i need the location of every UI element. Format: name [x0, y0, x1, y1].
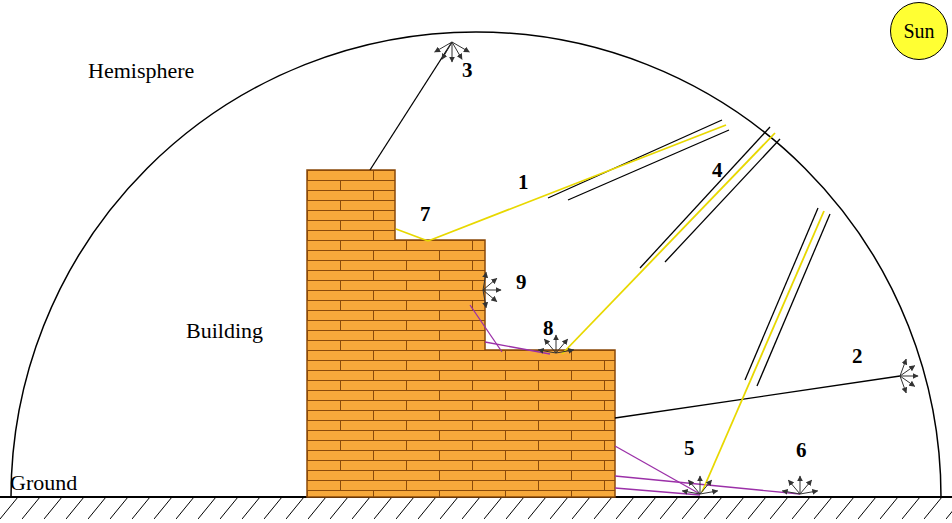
diffuse-arrow [700, 491, 718, 494]
diffuse-arrow [556, 350, 574, 353]
callout-number: 4 [712, 160, 723, 181]
diffuse-arrow [483, 290, 486, 308]
ground-hatching [0, 498, 952, 523]
diffuse-arrow [483, 290, 501, 291]
diffuse-arrow [900, 366, 915, 376]
ground-label: Ground [10, 472, 77, 494]
callout-number: 6 [796, 440, 807, 461]
diffuse-arrow [800, 491, 818, 494]
reflection-lines [470, 305, 800, 495]
sky-view-line [370, 42, 452, 170]
callout-number: 9 [516, 272, 527, 293]
diffuse-arrow [452, 42, 462, 59]
diffuse-arrow [435, 42, 452, 52]
diffuse-arrow [556, 335, 557, 353]
callout-number: 3 [462, 60, 473, 81]
part-label: Building [186, 320, 263, 342]
hemisphere-arc [11, 32, 941, 497]
region-label: Hemisphere [88, 60, 194, 82]
callout-number: 5 [684, 438, 695, 459]
diffuse-arrows [435, 42, 918, 494]
diffuse-arrow [688, 480, 700, 494]
callout-number: 2 [852, 346, 863, 367]
diffuse-arrow [700, 476, 701, 494]
sun-rays [396, 125, 824, 492]
diffuse-arrow [800, 476, 801, 494]
ray-bounds [548, 120, 830, 386]
diffuse-arrow [900, 376, 906, 393]
callout-number: 8 [543, 318, 554, 339]
sun-circle: Sun [890, 2, 948, 60]
callout-number: 7 [420, 204, 431, 225]
diffuse-arrow [452, 42, 453, 62]
callout-number: 1 [518, 172, 529, 193]
building [307, 170, 615, 497]
diffuse-arrow [900, 376, 918, 377]
diffuse-arrow [544, 339, 556, 353]
sun-label: Sun [903, 20, 934, 43]
diffuse-arrow [788, 480, 800, 494]
sky-view-line [615, 376, 900, 418]
diffuse-arrow [483, 278, 497, 290]
